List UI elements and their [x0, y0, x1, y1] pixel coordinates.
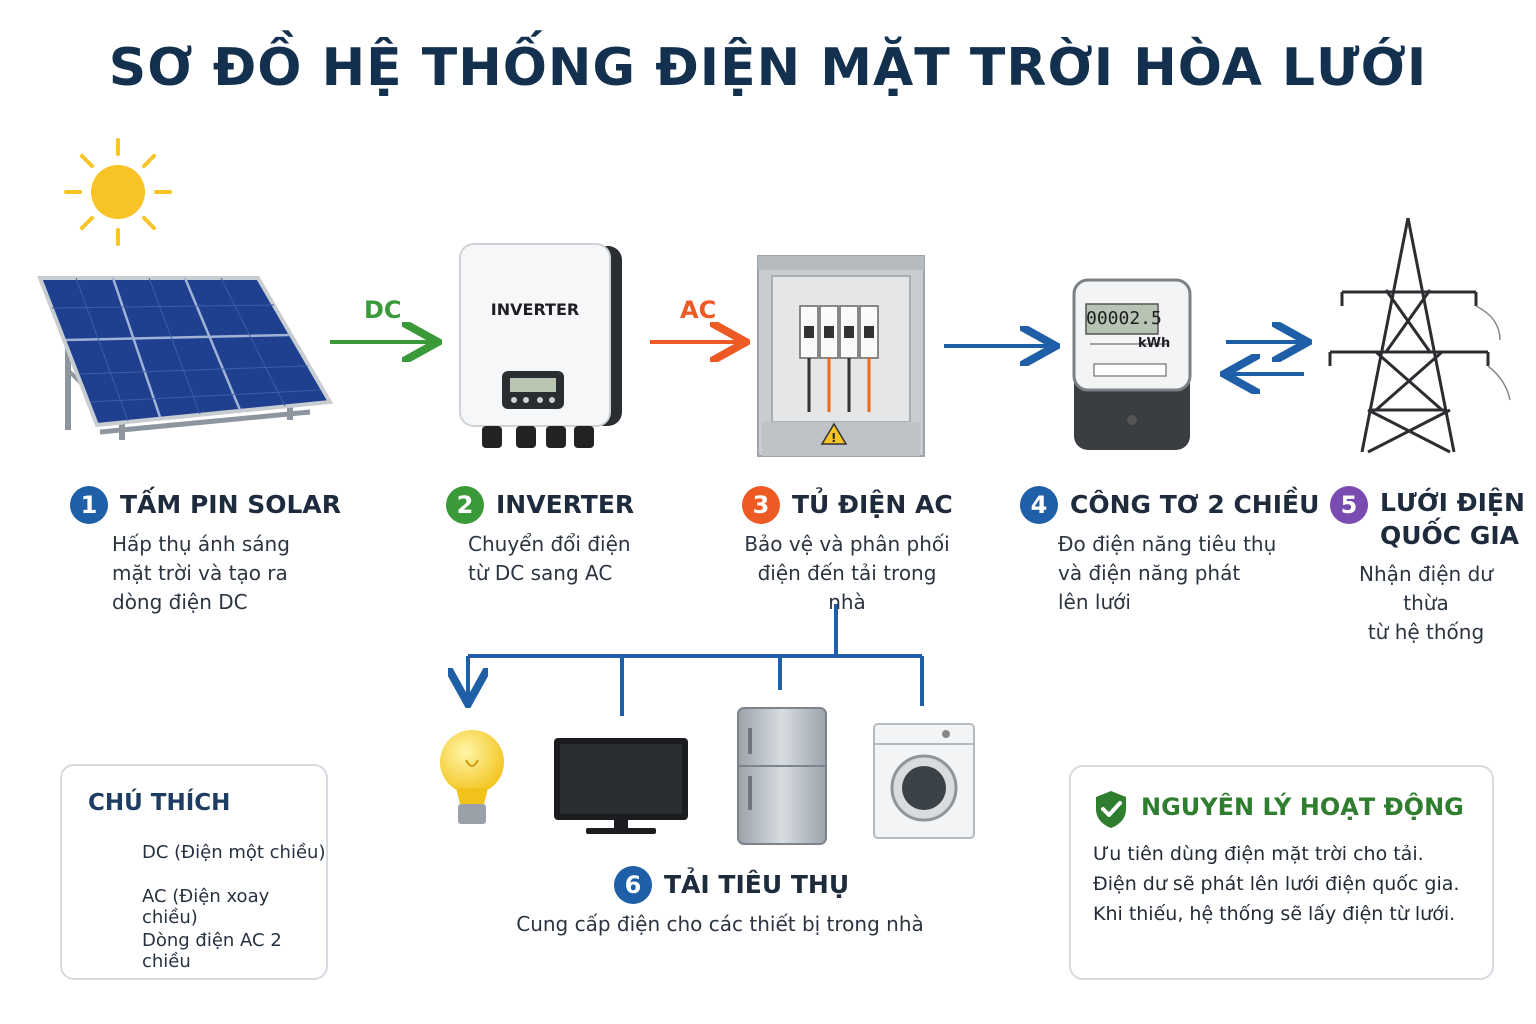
step-4-number: 4	[1020, 486, 1058, 524]
page-title: SƠ ĐỒ HỆ THỐNG ĐIỆN MẶT TRỜI HÒA LƯỚI	[108, 38, 1428, 98]
principle-box: NGUYÊN LÝ HOẠT ĐỘNG Ưu tiên dùng điện mặ…	[1069, 765, 1494, 980]
legend-item-ac-bidirectional: Dòng điện AC 2 chiều	[142, 930, 326, 972]
step-4-desc: Đo điện năng tiêu thụ và điện năng phát …	[1058, 530, 1276, 617]
meter-icon	[1072, 278, 1192, 450]
step-4-desc-line: lên lưới	[1058, 590, 1131, 614]
step-5-heading: 5 LƯỚI ĐIỆN QUỐC GIA	[1330, 486, 1525, 552]
step-2-heading: 2 INVERTER	[446, 486, 635, 524]
step-2-desc: Chuyển đổi điện từ DC sang AC	[468, 530, 631, 588]
step-2-desc-line: từ DC sang AC	[468, 561, 613, 585]
step-4-heading: 4 CÔNG TƠ 2 CHIỀU	[1020, 486, 1320, 524]
step-1-desc-line: mặt trời và tạo ra	[112, 561, 288, 585]
step-5-desc: Nhận điện dư thừa từ hệ thống	[1336, 560, 1516, 647]
step-6-number: 6	[614, 866, 652, 904]
step-1-desc: Hấp thụ ánh sáng mặt trời và tạo ra dòng…	[112, 530, 290, 617]
step-4-desc-line: và điện năng phát	[1058, 561, 1241, 585]
step-6-desc-line: Cung cấp điện cho các thiết bị trong nhà	[516, 912, 924, 936]
light-bulb-icon	[440, 730, 504, 824]
step-2-title: INVERTER	[496, 490, 635, 519]
legend-item-ac: AC (Điện xoay chiều)	[142, 886, 326, 928]
meter-unit: kWh	[1138, 336, 1171, 351]
refrigerator-icon	[737, 707, 827, 845]
step-3-heading: 3 TỦ ĐIỆN AC	[742, 486, 953, 524]
power-tower-icon	[1328, 217, 1511, 454]
principle-title: NGUYÊN LÝ HOẠT ĐỘNG	[1141, 793, 1464, 821]
step-4-desc-line: Đo điện năng tiêu thụ	[1058, 532, 1277, 556]
legend-label: DC (Điện một chiều)	[142, 842, 326, 863]
principle-line: Điện dư sẽ phát lên lưới điện quốc gia.	[1093, 873, 1460, 895]
legend-box: CHÚ THÍCH DC (Điện một chiều) AC (Điện x…	[60, 764, 328, 980]
step-4-title: CÔNG TƠ 2 CHIỀU	[1070, 490, 1320, 519]
step-5-title: LƯỚI ĐIỆN QUỐC GIA	[1380, 486, 1525, 552]
legend-label: AC (Điện xoay chiều)	[142, 886, 270, 928]
svg-text:!: !	[831, 431, 836, 445]
sun-icon	[64, 138, 172, 246]
ac-label: AC	[680, 296, 717, 324]
step-5-desc-line: từ hệ thống	[1367, 620, 1485, 644]
step-5-desc-line: Nhận điện dư thừa	[1359, 562, 1493, 615]
step-3-title: TỦ ĐIỆN AC	[792, 490, 953, 519]
step-1-heading: 1 TẤM PIN SOLAR	[70, 486, 342, 524]
step-5-title-line: LƯỚI ĐIỆN	[1380, 488, 1525, 517]
solar-panel-icon	[37, 276, 334, 440]
step-2-number: 2	[446, 486, 484, 524]
step-3-desc-line: điện đến tải trong nhà	[757, 561, 937, 614]
step-1-desc-line: Hấp thụ ánh sáng	[112, 532, 290, 556]
step-3-desc: Bảo vệ và phân phối điện đến tải trong n…	[742, 530, 952, 617]
shield-check-icon	[1096, 791, 1126, 828]
step-6-desc: Cung cấp điện cho các thiết bị trong nhà	[470, 910, 970, 939]
step-2-desc-line: Chuyển đổi điện	[468, 532, 631, 556]
step-5-title-line: QUỐC GIA	[1380, 521, 1520, 550]
step-6-heading: 6 TẢI TIÊU THỤ	[614, 866, 850, 904]
principle-line: Ưu tiên dùng điện mặt trời cho tải.	[1093, 843, 1424, 865]
step-1-desc-line: dòng điện DC	[112, 590, 248, 614]
dc-label: DC	[364, 296, 402, 324]
load-distribution-lines	[468, 604, 924, 716]
tv-icon	[554, 738, 688, 834]
step-1-title: TẤM PIN SOLAR	[120, 490, 342, 519]
meter-display: 00002.5	[1086, 308, 1162, 329]
step-3-desc-line: Bảo vệ và phân phối	[744, 532, 950, 556]
step-5-number: 5	[1330, 486, 1368, 524]
warning-icon: !	[820, 422, 848, 445]
principle-line: Khi thiếu, hệ thống sẽ lấy điện từ lưới.	[1093, 903, 1456, 925]
inverter-label: INVERTER	[490, 300, 580, 319]
washing-machine-icon	[873, 723, 975, 839]
legend-title: CHÚ THÍCH	[88, 790, 231, 816]
step-1-number: 1	[70, 486, 108, 524]
step-6-title: TẢI TIÊU THỤ	[664, 870, 850, 899]
ac-cabinet-icon	[757, 255, 925, 457]
inverter-icon	[459, 243, 622, 448]
legend-item-dc: DC (Điện một chiều)	[142, 842, 325, 863]
legend-label: Dòng điện AC 2 chiều	[142, 930, 282, 972]
step-3-number: 3	[742, 486, 780, 524]
